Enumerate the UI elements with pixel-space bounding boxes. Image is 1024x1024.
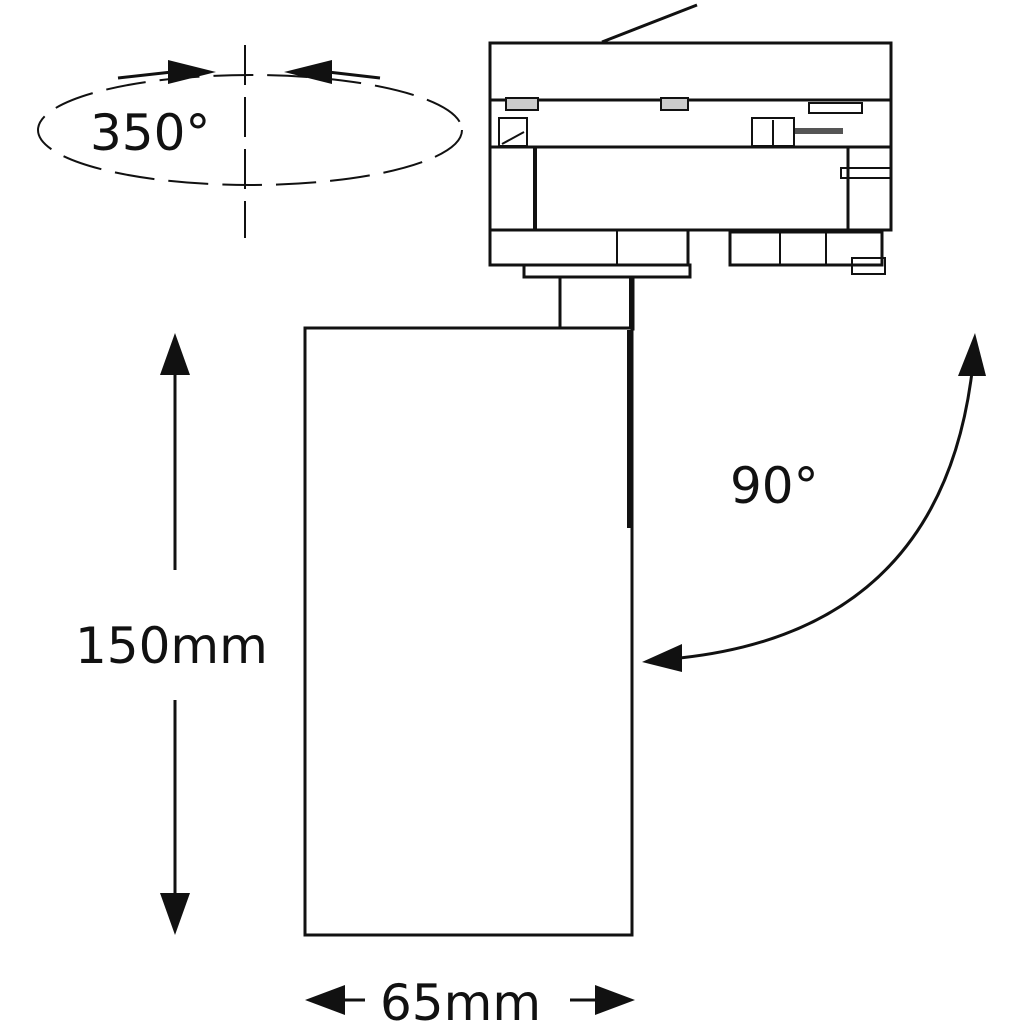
arrow-up-icon (160, 333, 190, 375)
height-dimension: 150mm (75, 333, 268, 935)
arrow-left-icon (305, 985, 345, 1015)
arrow-left-icon (642, 644, 682, 672)
width-dimension: 65mm (305, 974, 635, 1024)
arrow-right-icon (168, 60, 216, 84)
arrow-left-icon (284, 60, 332, 84)
track-adapter (488, 3, 893, 331)
tilt-angle-indicator: 90° (642, 333, 986, 672)
lamp-body (303, 326, 634, 937)
horizontal-rotation-indicator: 350° (37, 45, 463, 238)
arrow-down-icon (160, 893, 190, 935)
tilt-label: 90° (730, 457, 819, 515)
width-label: 65mm (380, 974, 541, 1024)
arrow-right-icon (595, 985, 635, 1015)
arrow-up-icon (958, 333, 986, 376)
height-label: 150mm (75, 617, 268, 675)
rotation-label: 350° (90, 104, 210, 162)
